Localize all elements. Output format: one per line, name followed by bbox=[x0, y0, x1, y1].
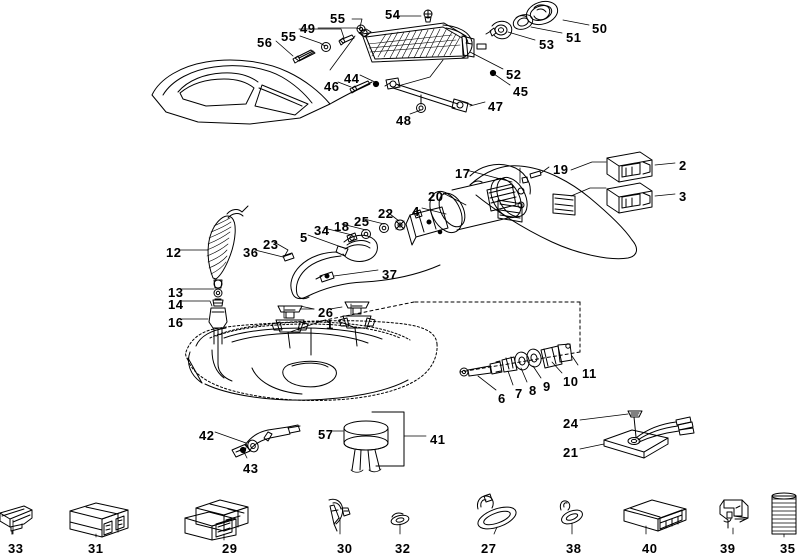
grip-ribs bbox=[206, 217, 232, 275]
callout-13: 13 bbox=[168, 285, 184, 300]
hood-rivet-2 bbox=[338, 301, 376, 347]
callout-45: 45 bbox=[513, 84, 529, 99]
callout-50: 50 bbox=[592, 21, 608, 36]
throttle-lever-assembly bbox=[282, 219, 441, 300]
callout-31: 31 bbox=[88, 541, 104, 556]
hood-panel-outline bbox=[151, 59, 373, 125]
callout-47: 47 bbox=[488, 99, 504, 114]
connector-2 bbox=[606, 151, 653, 183]
leader-27 bbox=[493, 526, 498, 535]
callout-35: 35 bbox=[780, 541, 796, 556]
loose-parts-group bbox=[214, 410, 695, 473]
callout-34: 34 bbox=[314, 223, 330, 238]
console-leader-lines bbox=[179, 161, 676, 277]
callout-41: 41 bbox=[430, 432, 446, 447]
callout-9: 9 bbox=[543, 379, 551, 394]
part-29 bbox=[184, 499, 249, 541]
callout-54: 54 bbox=[385, 7, 401, 22]
callout-3: 3 bbox=[679, 189, 687, 204]
hood-rivet-1 bbox=[271, 305, 309, 349]
callout-1: 1 bbox=[326, 317, 334, 332]
callout-55-upper: 55 bbox=[330, 11, 346, 26]
callout-57: 57 bbox=[318, 427, 334, 442]
lamp-hardware-train bbox=[315, 301, 581, 377]
headlamp-fasteners bbox=[292, 24, 366, 64]
callout-51: 51 bbox=[566, 30, 582, 45]
callout-44: 44 bbox=[344, 71, 360, 86]
part-31 bbox=[69, 502, 129, 538]
callout-39: 39 bbox=[720, 541, 736, 556]
callout-53: 53 bbox=[539, 37, 555, 52]
hood-outline bbox=[185, 320, 438, 402]
callout-10: 10 bbox=[563, 374, 579, 389]
part-39 bbox=[719, 499, 749, 529]
coil-ribs bbox=[771, 498, 797, 532]
callout-18: 18 bbox=[334, 219, 350, 234]
callout-40: 40 bbox=[642, 541, 658, 556]
loose-leader-lines bbox=[214, 413, 629, 459]
hood-leader-lines bbox=[181, 288, 579, 391]
callout-26: 26 bbox=[318, 305, 334, 320]
callout-23: 23 bbox=[263, 237, 279, 252]
callout-37: 37 bbox=[382, 267, 398, 282]
callout-33: 33 bbox=[8, 541, 24, 556]
callout-2: 2 bbox=[679, 158, 687, 173]
lamp-bracket bbox=[405, 206, 449, 246]
callout-42: 42 bbox=[199, 428, 215, 443]
part-35 bbox=[771, 492, 797, 535]
callout-30: 30 bbox=[337, 541, 353, 556]
callout-12: 12 bbox=[166, 245, 182, 260]
part-33 bbox=[0, 505, 33, 535]
clip-19 bbox=[529, 170, 542, 179]
callout-32: 32 bbox=[395, 541, 411, 556]
callout-6: 6 bbox=[498, 391, 506, 406]
callout-48: 48 bbox=[396, 113, 412, 128]
callout-8: 8 bbox=[529, 383, 537, 398]
part-27 bbox=[477, 493, 517, 530]
headlamp-lens bbox=[358, 9, 487, 63]
lens-hatching bbox=[367, 28, 461, 59]
part-40 bbox=[623, 499, 687, 532]
callout-46: 46 bbox=[324, 79, 340, 94]
callout-16: 16 bbox=[168, 315, 184, 330]
callout-17: 17 bbox=[455, 166, 471, 181]
regulator-57 bbox=[343, 411, 405, 473]
part-38 bbox=[559, 500, 583, 525]
callout-5: 5 bbox=[300, 230, 308, 245]
callout-19: 19 bbox=[553, 162, 569, 177]
callout-4: 4 bbox=[412, 204, 420, 219]
bulb-and-socket-group bbox=[485, 0, 559, 40]
callout-43: 43 bbox=[243, 461, 259, 476]
callout-25: 25 bbox=[354, 214, 370, 229]
part-30 bbox=[328, 498, 351, 532]
callout-22: 22 bbox=[378, 206, 394, 221]
callout-36: 36 bbox=[243, 245, 259, 260]
connector-3 bbox=[606, 182, 653, 214]
callout-29: 29 bbox=[222, 541, 238, 556]
headlamp-leader-lines bbox=[275, 15, 590, 115]
callout-38: 38 bbox=[566, 541, 582, 556]
regulator-plate-21 bbox=[603, 410, 695, 459]
support-rod-assembly bbox=[349, 69, 497, 113]
callout-21: 21 bbox=[563, 445, 579, 460]
callout-56: 56 bbox=[257, 35, 273, 50]
callout-55-lower: 55 bbox=[281, 29, 297, 44]
callout-27: 27 bbox=[481, 541, 497, 556]
headlamp-assembly-group bbox=[151, 0, 590, 125]
callout-20: 20 bbox=[428, 189, 444, 204]
part-32 bbox=[390, 512, 410, 526]
callout-52: 52 bbox=[506, 67, 522, 82]
callout-49: 49 bbox=[300, 21, 316, 36]
callout-7: 7 bbox=[515, 386, 523, 401]
hood-base-group bbox=[181, 288, 581, 402]
callout-14: 14 bbox=[168, 297, 184, 312]
lamp-housing-cylinder bbox=[429, 163, 531, 234]
callout-11: 11 bbox=[582, 366, 597, 381]
plug-connector-42 bbox=[231, 424, 301, 458]
callout-24: 24 bbox=[563, 416, 579, 431]
bottom-row-group bbox=[0, 492, 797, 541]
